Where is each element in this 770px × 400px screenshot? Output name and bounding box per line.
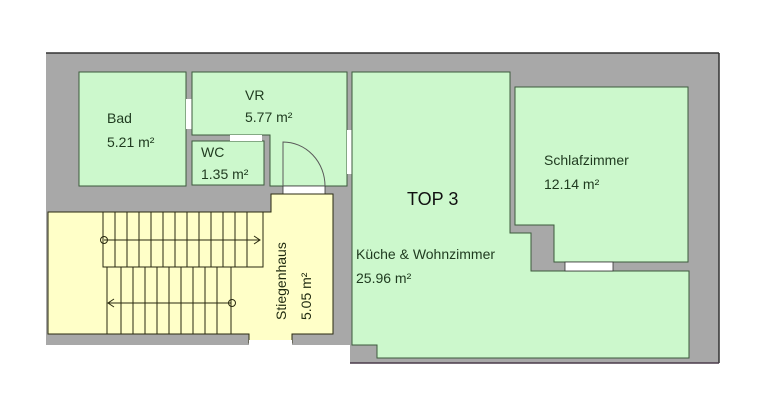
door-vr-kueche xyxy=(347,130,352,174)
room-wc-name: WC xyxy=(201,144,225,160)
room-schlafzimmer[interactable] xyxy=(514,86,689,263)
stair-lower-flight xyxy=(106,267,236,334)
room-bad-area: 5.21 m² xyxy=(107,134,155,150)
stair-upper-flight xyxy=(100,211,264,268)
room-bad[interactable] xyxy=(78,71,187,187)
room-kueche-wohnzimmer[interactable] xyxy=(351,71,690,359)
room-schlafzimmer-area: 12.14 m² xyxy=(544,176,600,192)
room-kueche-area: 25.96 m² xyxy=(356,270,412,286)
room-schlafzimmer-name: Schlafzimmer xyxy=(544,152,629,168)
room-wc[interactable] xyxy=(191,140,265,186)
unit-label: TOP 3 xyxy=(407,189,459,209)
room-stiegenhaus-area: 5.05 m² xyxy=(298,272,314,320)
door-swing-arc xyxy=(282,141,326,187)
room-stiegenhaus[interactable] xyxy=(47,193,334,344)
room-vr[interactable] xyxy=(191,71,348,187)
room-wc-area: 1.35 m² xyxy=(201,166,249,182)
door-entrance xyxy=(282,185,326,195)
door-stair xyxy=(249,340,292,345)
room-vr-name: VR xyxy=(245,87,265,103)
door-wc xyxy=(230,135,262,141)
room-bad-name: Bad xyxy=(107,110,132,126)
room-stiegenhaus-name: Stiegenhaus xyxy=(273,242,289,320)
door-bad xyxy=(186,99,192,129)
room-kueche-name: Küche & Wohnzimmer xyxy=(356,246,496,262)
door-schlafzimmer xyxy=(564,261,614,272)
room-vr-area: 5.77 m² xyxy=(245,109,293,125)
